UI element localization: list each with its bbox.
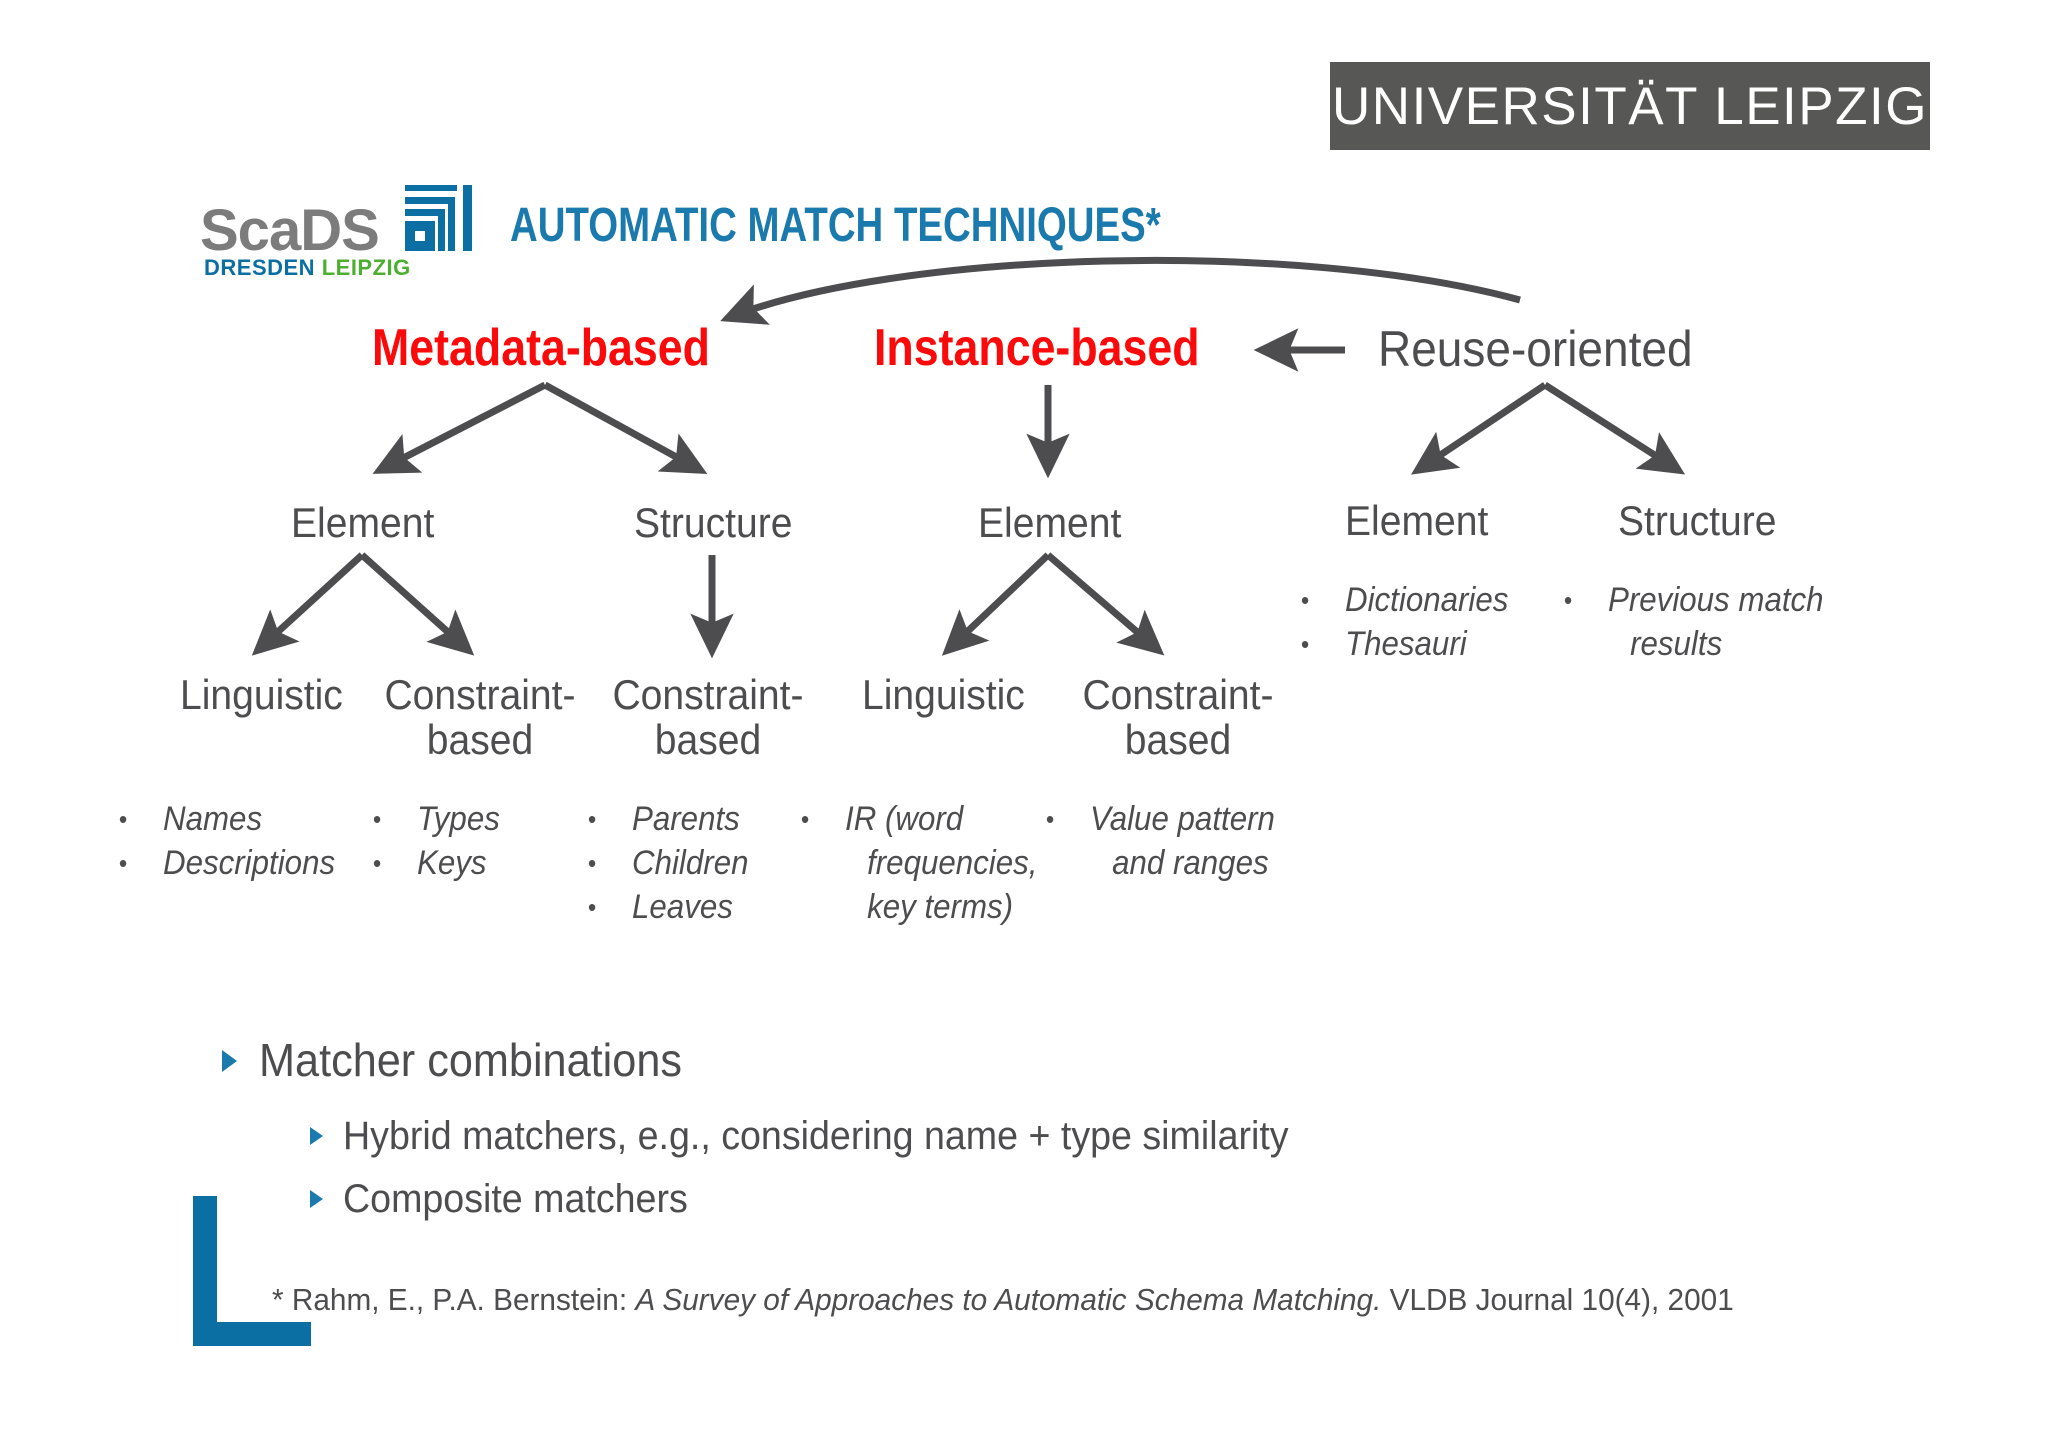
node-metadata-element: Element bbox=[291, 499, 435, 546]
list-item: Previous match results bbox=[1608, 578, 1852, 666]
scads-bars-icon bbox=[405, 185, 472, 251]
list-item: IR (word frequencies, key terms) bbox=[845, 797, 1043, 930]
list-item: Children bbox=[632, 841, 748, 885]
node-constraint-based-metadata-element: Constraint-based bbox=[384, 671, 576, 764]
footnote-prefix: * Rahm, E., P.A. Bernstein: bbox=[272, 1282, 636, 1317]
triangle-bullet-icon bbox=[222, 1050, 237, 1072]
triangle-bullet-icon bbox=[310, 1127, 323, 1145]
leaf-list-structure-constraint: Parents Children Leaves bbox=[632, 797, 748, 930]
triangle-bullet-icon bbox=[310, 1190, 323, 1208]
slide-title: AUTOMATIC MATCH TECHNIQUES* bbox=[510, 199, 1161, 252]
scads-sublabel-leipzig: LEIPZIG bbox=[321, 255, 411, 280]
list-item: Value pattern and ranges bbox=[1090, 797, 1311, 885]
arrow-ielement-to-linguistic bbox=[941, 552, 1051, 656]
node-instance-based: Instance-based bbox=[874, 319, 1200, 377]
leaf-list-reuse-element: Dictionaries Thesauri bbox=[1345, 578, 1508, 666]
arrow-reuse-to-element bbox=[1411, 382, 1547, 475]
leaf-list-reuse-structure: Previous match results bbox=[1608, 578, 1852, 666]
node-constraint-based-metadata-structure: Constraint-based bbox=[612, 671, 804, 764]
arrow-reuse-to-metadata bbox=[720, 256, 1521, 325]
node-reuse-structure: Structure bbox=[1618, 497, 1777, 544]
list-item: Leaves bbox=[632, 885, 748, 929]
arrow-element-to-constraint bbox=[359, 552, 475, 656]
node-linguistic-metadata: Linguistic bbox=[180, 671, 343, 718]
bracket-vertical-bar bbox=[193, 1196, 217, 1346]
outline-label: Composite matchers bbox=[343, 1177, 688, 1221]
scads-logo: ScaDS DRESDEN LEIPZIG bbox=[200, 185, 472, 280]
node-instance-element: Element bbox=[978, 499, 1122, 546]
list-item: Dictionaries bbox=[1345, 578, 1508, 622]
list-item: Descriptions bbox=[163, 841, 335, 885]
leaf-list-instance-linguistic: IR (word frequencies, key terms) bbox=[845, 797, 1043, 930]
list-item: Types bbox=[417, 797, 500, 841]
outline-label: Hybrid matchers, e.g., considering name … bbox=[343, 1114, 1289, 1158]
list-item: Parents bbox=[632, 797, 748, 841]
university-banner-text: UNIVERSITÄT LEIPZIG bbox=[1332, 76, 1928, 136]
arrow-metadata-to-structure bbox=[543, 381, 708, 475]
node-reuse-oriented: Reuse-oriented bbox=[1378, 321, 1693, 377]
node-reuse-element: Element bbox=[1345, 497, 1489, 544]
scads-sublabel: DRESDEN LEIPZIG bbox=[204, 255, 411, 281]
university-banner: UNIVERSITÄT LEIPZIG bbox=[1330, 62, 1930, 150]
outline-label: Matcher combinations bbox=[259, 1034, 682, 1086]
list-item: Keys bbox=[417, 841, 500, 885]
scads-sublabel-dresden: DRESDEN bbox=[204, 255, 316, 280]
arrow-metadata-to-element bbox=[372, 381, 547, 474]
node-constraint-based-instance: Constraint-based bbox=[1082, 671, 1274, 764]
leaf-list-instance-constraint: Value pattern and ranges bbox=[1090, 797, 1311, 885]
footnote-suffix: VLDB Journal 10(4), 2001 bbox=[1381, 1282, 1734, 1317]
arrow-ielement-to-constraint bbox=[1045, 552, 1165, 656]
scads-wordmark: ScaDS bbox=[200, 198, 380, 263]
outline-item-hybrid-matchers: Hybrid matchers, e.g., considering name … bbox=[310, 1114, 1349, 1159]
node-metadata-based: Metadata-based bbox=[372, 319, 710, 377]
bracket-horizontal-bar bbox=[193, 1322, 311, 1346]
leaf-list-metadata-linguistic: Names Descriptions bbox=[163, 797, 335, 885]
leaf-list-metadata-constraint: Types Keys bbox=[417, 797, 500, 885]
blue-corner-bracket-decoration bbox=[193, 1196, 311, 1346]
footnote-reference: * Rahm, E., P.A. Bernstein: A Survey of … bbox=[272, 1282, 1734, 1318]
node-linguistic-instance: Linguistic bbox=[862, 671, 1025, 718]
arrow-element-to-linguistic bbox=[251, 552, 365, 656]
outline-item-matcher-combinations: Matcher combinations bbox=[222, 1033, 709, 1087]
arrow-reuse-to-structure bbox=[1543, 382, 1686, 475]
list-item: Thesauri bbox=[1345, 622, 1508, 666]
list-item: Names bbox=[163, 797, 335, 841]
footnote-title: A Survey of Approaches to Automatic Sche… bbox=[635, 1282, 1382, 1317]
node-metadata-structure: Structure bbox=[634, 499, 793, 546]
outline-item-composite-matchers: Composite matchers bbox=[310, 1177, 710, 1222]
